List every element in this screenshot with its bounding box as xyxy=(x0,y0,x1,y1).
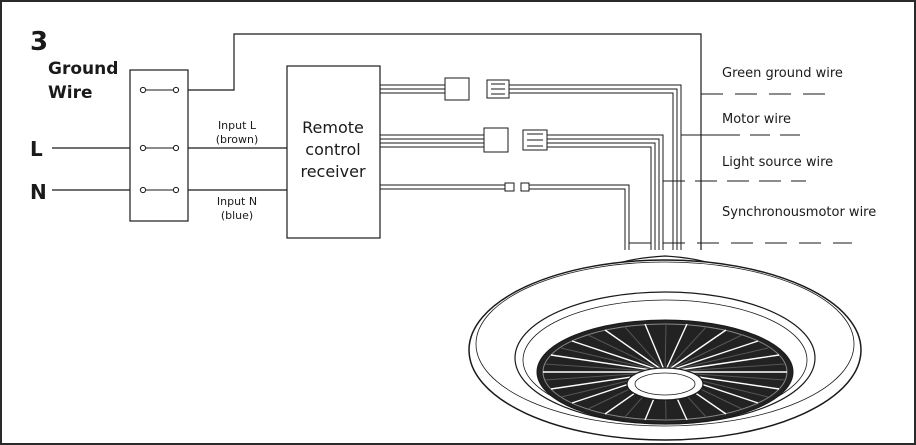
fan-hub xyxy=(626,367,704,401)
light-connector-female xyxy=(483,127,509,153)
label-leaders xyxy=(629,93,852,244)
receiver-label-line2: control xyxy=(305,140,360,159)
terminal-neutral xyxy=(139,186,180,194)
neutral-label: N xyxy=(30,180,47,204)
ground-wire-label-line1: Ground xyxy=(48,59,118,79)
remote-control-receiver xyxy=(286,65,381,239)
green-ground-wire-label: Green ground wire xyxy=(722,66,843,81)
ceiling-fan xyxy=(468,255,862,441)
receiver-label-line3: receiver xyxy=(300,162,365,181)
input-n-label-line1: Input N xyxy=(217,195,257,208)
live-label: L xyxy=(30,137,43,161)
ground-wire xyxy=(188,33,702,250)
input-l-label-line2: (brown) xyxy=(216,133,259,146)
receiver-label-line1: Remote xyxy=(302,118,364,137)
sync-connector-male xyxy=(520,182,530,192)
light-source-wire-bundle xyxy=(380,127,664,250)
motor-wire-bundle xyxy=(380,77,682,250)
sync-connector-female xyxy=(504,182,515,192)
motor-wire-label: Motor wire xyxy=(722,112,791,127)
motor-connector-female xyxy=(444,77,470,101)
input-l-label-line1: Input L xyxy=(218,119,257,132)
synchronous-motor-wire-bundle xyxy=(380,182,630,250)
ground-wire-label-line2: Wire xyxy=(48,83,93,103)
synchronous-motor-wire-label: Synchronousmotor wire xyxy=(722,205,876,220)
light-source-wire-label: Light source wire xyxy=(722,155,833,170)
input-n-label-line2: (blue) xyxy=(221,209,253,222)
terminal-live xyxy=(139,144,180,152)
terminal-ground xyxy=(139,86,180,94)
terminal-block xyxy=(129,69,189,222)
step-number: 3 xyxy=(30,27,48,57)
